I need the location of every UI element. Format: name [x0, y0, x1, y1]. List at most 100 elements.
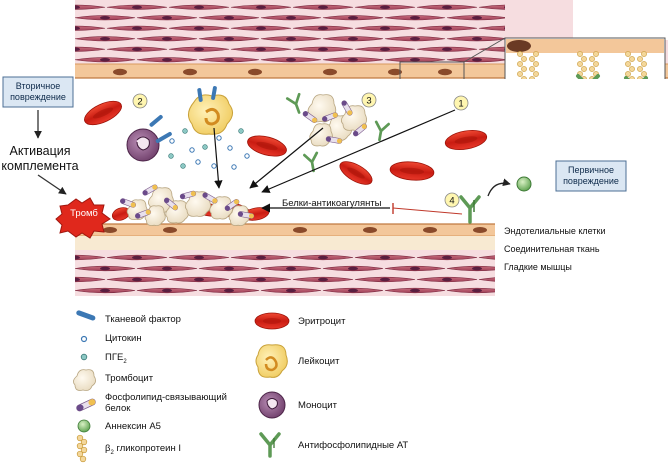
muscle-nucleus — [410, 15, 420, 20]
inset-beta2-bead — [629, 56, 635, 62]
endothelial-nucleus — [103, 227, 117, 233]
legend-monocyte: Моноцит — [298, 400, 337, 411]
muscle-cell — [75, 276, 106, 283]
muscle-nucleus — [162, 266, 172, 271]
muscle-nucleus — [75, 277, 80, 282]
phospholipid-protein — [322, 112, 338, 122]
label-endothelial: Эндотелиальные клетки — [504, 226, 606, 236]
erythrocyte-center — [256, 141, 278, 151]
protein-tail — [190, 191, 196, 197]
muscle-cell — [478, 255, 495, 260]
muscle-nucleus — [410, 288, 420, 293]
muscle-nucleus — [472, 288, 482, 293]
cytokine-dot — [216, 135, 222, 141]
muscle-nucleus — [132, 26, 142, 31]
muscle-nucleus — [75, 26, 80, 31]
inset-beta2-bead — [625, 51, 631, 57]
inset-beta2-bead — [577, 51, 583, 57]
erythrocyte-center — [454, 136, 478, 144]
phospholipid-protein — [135, 209, 151, 219]
protein-cap — [142, 190, 148, 196]
pathway-arrows — [34, 109, 463, 215]
muscle-cell — [478, 25, 505, 31]
inset-beta2-bead — [625, 71, 631, 77]
phospholipid-protein — [179, 190, 197, 200]
muscle-nucleus — [380, 5, 390, 10]
muscle-nucleus — [410, 36, 420, 41]
muscle-nucleus — [162, 15, 172, 20]
protein-cap — [238, 211, 244, 217]
endothelial-antibody — [459, 195, 481, 224]
protein-tail — [336, 138, 342, 144]
inset-beta2-bead — [581, 56, 587, 62]
protein-tail — [212, 198, 218, 204]
erythrocyte-center — [347, 167, 365, 179]
muscle-nucleus — [132, 5, 142, 10]
muscle-nucleus — [380, 255, 390, 260]
inset-beta2-bead — [625, 61, 631, 67]
label-connective: Соединительная ткань — [504, 244, 600, 254]
muscle-nucleus — [132, 277, 142, 282]
protein-tail — [152, 184, 158, 190]
inset-beta2-bead — [517, 61, 523, 67]
muscle-nucleus — [256, 255, 266, 260]
muscle-nucleus — [348, 15, 358, 20]
phospholipid-protein — [163, 197, 179, 211]
endothelial-nucleus — [438, 68, 452, 76]
muscle-nucleus — [286, 36, 296, 41]
muscle-nucleus — [224, 15, 234, 20]
protein-tail — [145, 209, 151, 215]
endothelial-nucleus — [293, 227, 307, 233]
inset-beta2-bead — [577, 61, 583, 67]
erythrocyte — [444, 130, 488, 150]
antibody-shape — [374, 120, 390, 142]
muscle-cell — [75, 254, 106, 261]
phospholipid-protein — [120, 198, 136, 208]
annexin-release — [487, 176, 532, 197]
cytokine-dot — [195, 159, 201, 165]
protein-tail — [172, 205, 178, 211]
inset-beta2-bead — [529, 56, 535, 62]
thrombus-label: Тромб — [70, 208, 98, 219]
legend-phospholipid-protein: Фосфолипид-связывающий белок — [105, 392, 227, 414]
legend-cytokine: Цитокин — [105, 333, 142, 344]
protein-tail — [361, 123, 367, 129]
legend-monocyte-icon — [258, 391, 286, 419]
legend-tissue-factor-icon — [76, 310, 96, 321]
inset-beta2-bead — [581, 66, 587, 72]
primary-damage-box: Первичное повреждение — [555, 160, 627, 192]
lower-endothelium — [75, 223, 495, 250]
endothelial-nucleus — [323, 68, 337, 76]
protein-tail — [248, 213, 254, 219]
muscle-nucleus — [100, 266, 110, 271]
floating-antibodies — [285, 92, 390, 173]
antibody-shape — [303, 151, 319, 173]
phospholipid-protein — [237, 211, 255, 219]
protein-cap — [120, 198, 126, 204]
legend-annexin: Аннексин А5 — [105, 421, 161, 432]
secondary-damage-line1: Вторичное — [16, 81, 60, 91]
muscle-nucleus — [224, 57, 234, 62]
legend-platelet: Тромбоцит — [105, 373, 154, 384]
phospholipid-protein — [302, 111, 318, 123]
legend-tissue-factor: Тканевой фактор — [105, 314, 181, 325]
legend-icons — [73, 310, 290, 463]
muscle-nucleus — [472, 266, 482, 271]
erythrocyte — [247, 135, 287, 157]
protein-cap — [224, 205, 230, 211]
muscle-nucleus — [318, 47, 328, 52]
legend-beta2-icon — [76, 434, 88, 463]
inset-beta2-bead — [629, 66, 635, 72]
muscle-nucleus — [442, 255, 452, 260]
inset-beta2-bead — [641, 51, 647, 57]
legend-antibody-icon — [259, 432, 281, 458]
pge2-dot — [182, 128, 188, 134]
muscle-nucleus — [442, 5, 452, 10]
legend-phospholipid-line1: Фосфолипид-связывающий — [105, 392, 227, 403]
pge2-dot — [168, 153, 174, 159]
antibody — [303, 151, 319, 173]
endothelial-nucleus — [163, 227, 177, 233]
muscle-cell — [446, 287, 495, 294]
muscle-nucleus — [442, 26, 452, 31]
